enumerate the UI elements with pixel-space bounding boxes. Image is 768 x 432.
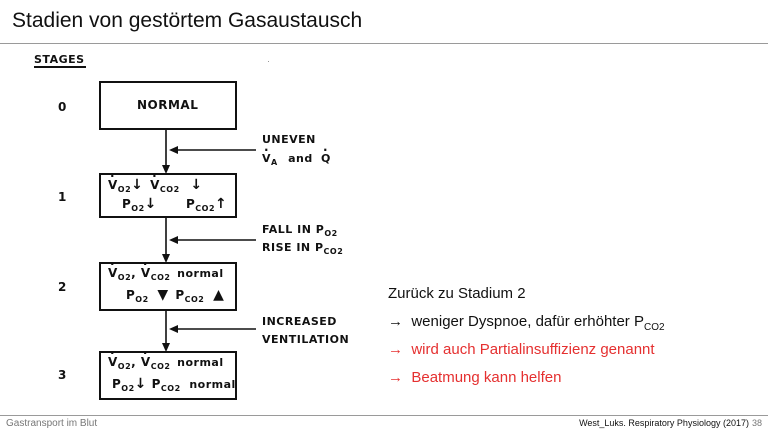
- transition-2-line2: RISE IN PCO2: [262, 241, 344, 256]
- up-arrow-icon: ▲: [213, 287, 225, 303]
- h-arrowhead-2: [169, 236, 178, 244]
- stage-3-po2-pco2: PO2↓ PCO2 normal: [112, 376, 236, 393]
- down-arrow-icon: ↓: [134, 376, 147, 392]
- normal-box-label: NORMAL: [137, 98, 199, 112]
- stage-1-pco2: PCO2↑: [186, 196, 228, 213]
- v-arrowhead-1-2: [162, 254, 170, 263]
- stages-heading: STAGES: [34, 53, 85, 66]
- stage-number-2: 2: [58, 280, 67, 294]
- transition-1-line1: UNEVEN: [262, 133, 316, 146]
- stage-1-po2: PO2↓: [122, 196, 157, 213]
- v-arrowhead-2-3: [162, 343, 170, 352]
- speck-mark: [268, 61, 269, 62]
- footer-topic: Gastransport im Blut: [6, 418, 98, 429]
- down-arrow-icon: ▼: [157, 287, 169, 303]
- transition-2-line1: FALL IN PO2: [262, 223, 338, 238]
- note-line-3: → wird auch Partialinsuffizienz genannt: [388, 341, 655, 358]
- note-line-1: Zurück zu Stadium 2: [388, 285, 526, 302]
- h-arrowhead-1: [169, 146, 178, 154]
- note-line-2: → weniger Dyspnoe, dafür erhöhter PCO2: [388, 313, 665, 333]
- down-arrow-icon: ↓: [131, 177, 144, 193]
- up-arrow-icon: ↑: [215, 196, 228, 212]
- stage-2-box: [99, 262, 237, 311]
- note-line-4: → Beatmung kann helfen: [388, 369, 562, 386]
- right-arrow-icon: →: [388, 369, 403, 386]
- footer-source: West_Luks. Respiratory Physiology (2017)…: [579, 418, 762, 428]
- transition-3-line1: INCREASED: [262, 315, 337, 328]
- h-arrowhead-3: [169, 325, 178, 333]
- stage-2-po2-pco2: PO2 ▼ PCO2 ▲: [126, 287, 225, 304]
- stage-0-box: [99, 81, 237, 130]
- transition-1-line2: VA and Q: [262, 152, 331, 167]
- stage-number-1: 1: [58, 190, 67, 204]
- v-arrowhead-0-1: [162, 165, 170, 174]
- stage-number-0: 0: [58, 100, 67, 114]
- transition-3-line2: VENTILATION: [262, 333, 350, 346]
- stage-2-vo2-vco2: VO2, VCO2 normal: [108, 266, 224, 282]
- stage-3-vo2-vco2: VO2, VCO2 normal: [108, 355, 224, 371]
- right-arrow-icon: →: [388, 341, 403, 358]
- notes-block: Zurück zu Stadium 2 → weniger Dyspnoe, d…: [388, 284, 665, 396]
- stage-1-box: [99, 173, 237, 218]
- down-arrow-icon: ↓: [144, 196, 157, 212]
- stage-1-vo2: VO2↓ VCO2 ↓: [108, 177, 203, 194]
- title-divider: [0, 43, 768, 44]
- right-arrow-icon: →: [388, 313, 403, 330]
- down-arrow-icon: ↓: [190, 177, 203, 193]
- footer-divider: [0, 415, 768, 416]
- stages-underline: [34, 66, 86, 68]
- slide-title: Stadien von gestörtem Gasaustausch: [12, 9, 363, 32]
- stage-3-box: [99, 351, 237, 400]
- page-number: 38: [751, 418, 762, 428]
- stage-number-3: 3: [58, 368, 67, 382]
